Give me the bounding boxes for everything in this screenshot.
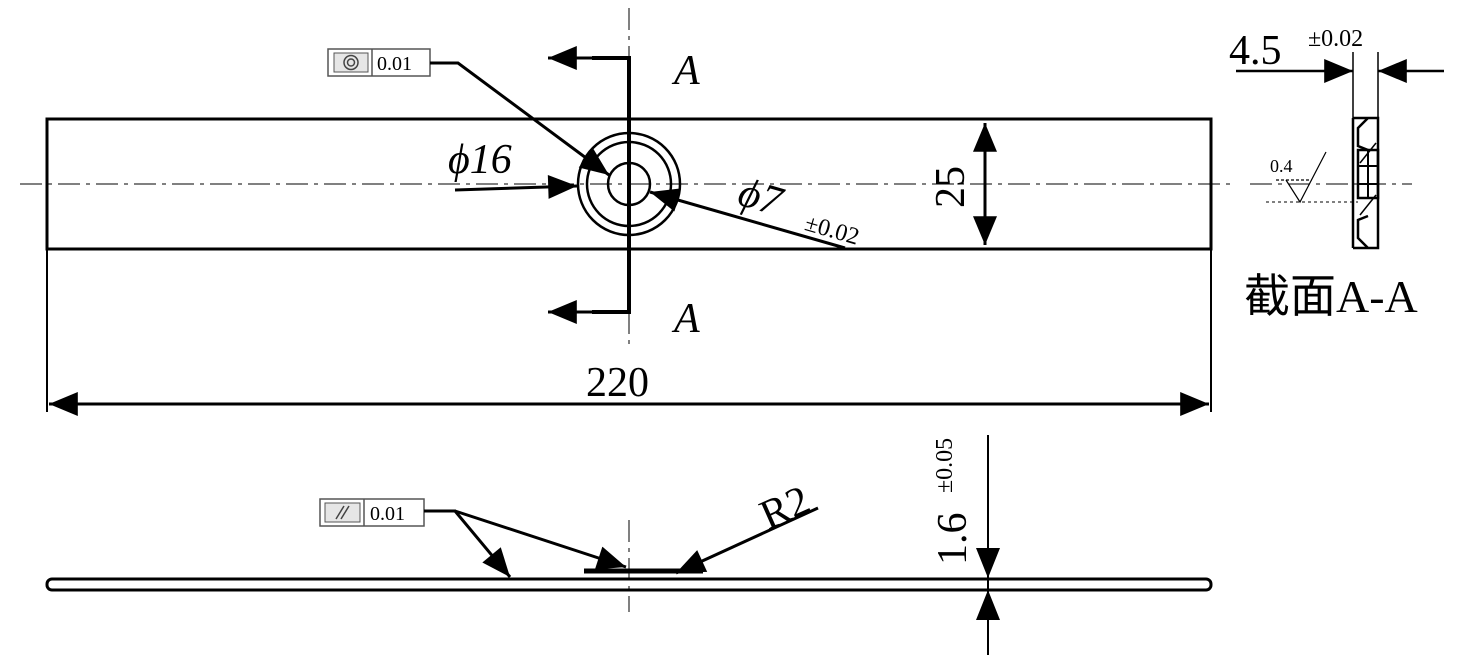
parallelism-value: 0.01 (370, 503, 405, 525)
section-view: 4.5 ±0.02 0.4 截面A-A (1229, 26, 1444, 322)
dim-phi16-label: ϕ16 (448, 137, 512, 183)
section-line (592, 56, 631, 314)
roughness-value: 0.4 (1270, 156, 1293, 176)
dim-phi7-leader (649, 188, 846, 250)
parallelism-icon (324, 502, 361, 523)
section-caption: 截面A-A (1244, 271, 1418, 322)
dim-phi16-leader (454, 174, 578, 199)
dim-1-6-tolerance: ±0.05 (932, 438, 958, 493)
dim-r2-leader (675, 506, 819, 575)
concentricity-value: 0.01 (377, 53, 412, 75)
side-view: 0.01 R2 1.6 ±0.05 (45, 435, 1213, 655)
dim-25-label: 25 (928, 166, 974, 208)
concentricity-frame: 0.01 (327, 48, 431, 77)
dim-4-5-label: 4.5 (1229, 28, 1282, 74)
parallelism-leader-2 (454, 509, 627, 570)
section-letter-top: A (671, 48, 700, 94)
section-profile (1351, 116, 1380, 250)
parallelism-leader-1 (424, 509, 512, 578)
dim-1-6-arrow-bottom (976, 590, 1000, 620)
top-view: A A 0.01 ϕ16 ϕ7 ±0.02 25 2 (20, 8, 1235, 416)
dim-1-6-arrow-top (976, 548, 1000, 578)
concentricity-leader (430, 61, 610, 177)
dim-r2-label: R2 (753, 477, 816, 539)
parallelism-frame: 0.01 (319, 498, 425, 527)
dim-4-5-tolerance: ±0.02 (1308, 26, 1363, 52)
concentricity-icon (333, 52, 369, 73)
roughness-symbol-icon (1276, 151, 1327, 204)
dim-220-label: 220 (586, 360, 649, 406)
section-letter-bottom: A (671, 296, 700, 342)
dim-1-6-label: 1.6 (930, 513, 976, 566)
